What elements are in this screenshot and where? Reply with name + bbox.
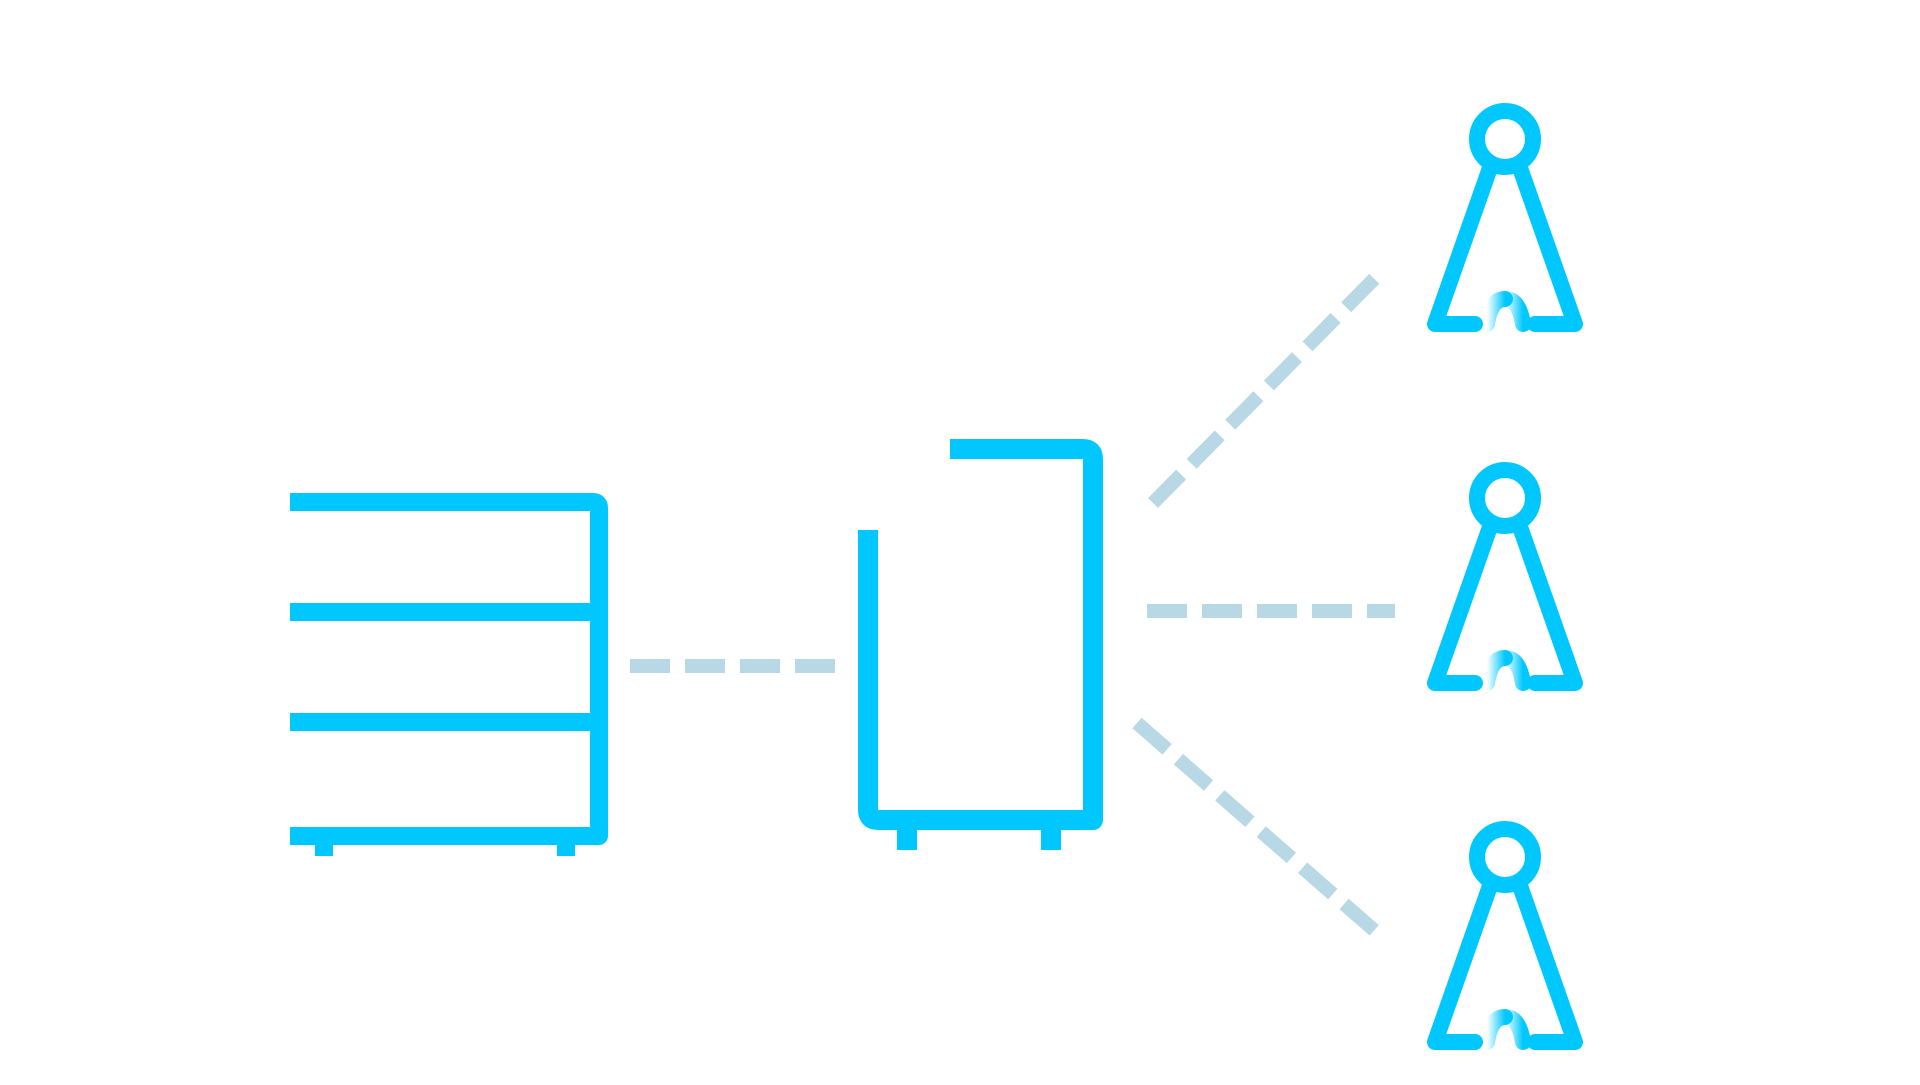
connector-device-client-bottom [1132, 717, 1380, 937]
connector-device-client-top [1148, 273, 1380, 508]
radio-tower-icon [1427, 462, 1583, 691]
cabinet-icon [858, 439, 1103, 850]
connectors-group [630, 273, 1395, 937]
radio-tower-icon [1427, 103, 1583, 332]
server-rack-icon [281, 493, 608, 856]
radio-tower-icon [1427, 821, 1583, 1050]
